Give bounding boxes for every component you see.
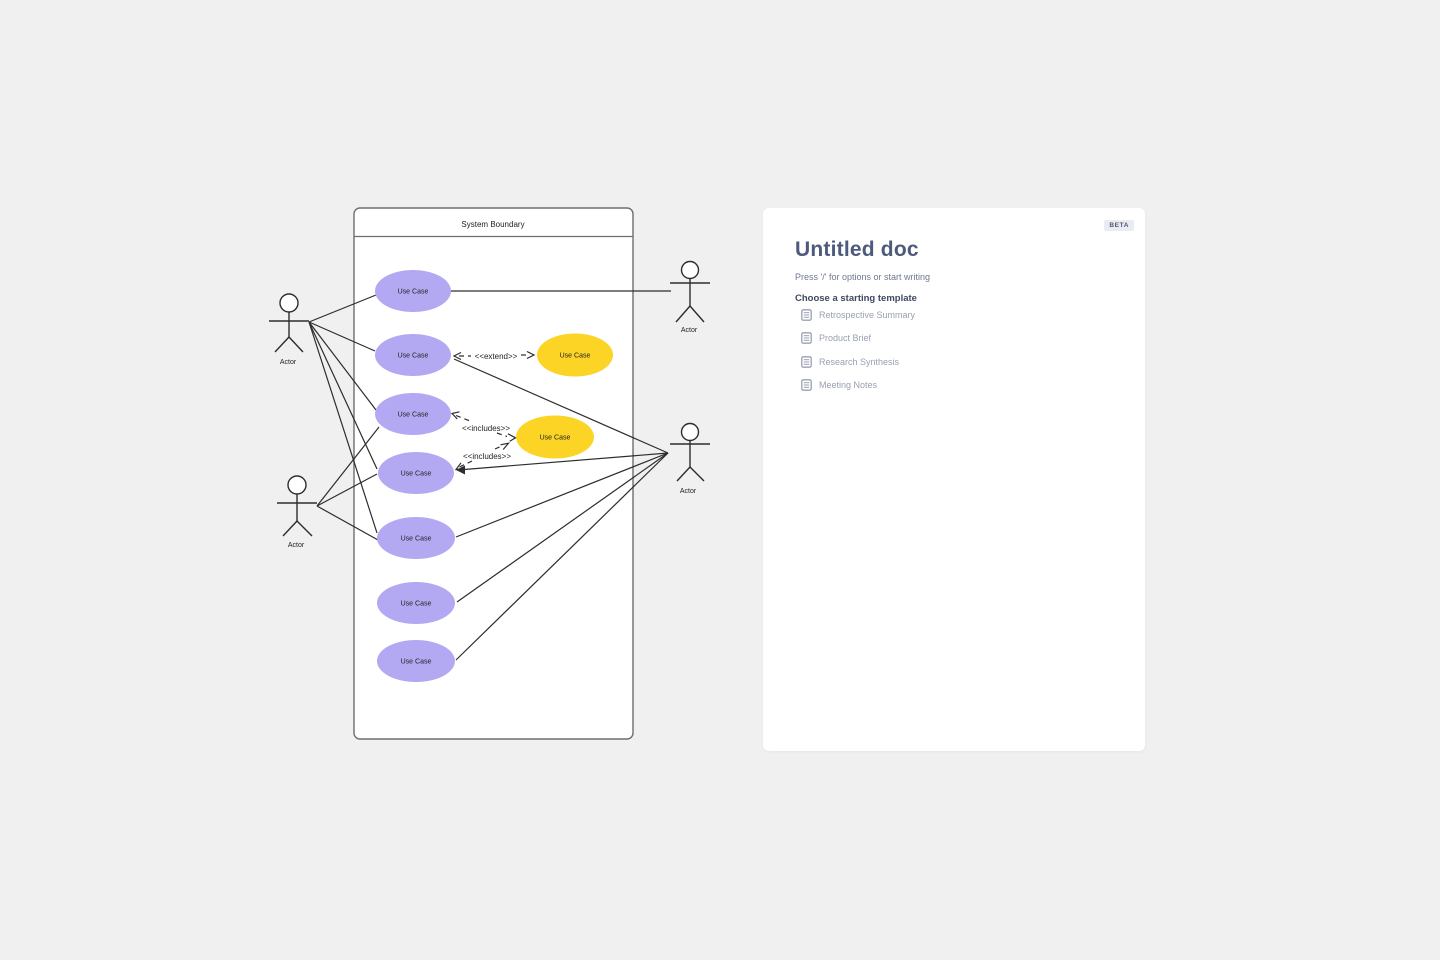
use-case-label: Use Case	[401, 471, 432, 478]
actor-label: Actor	[680, 488, 697, 495]
template-list: Retrospective Summary Product Brief	[801, 308, 916, 403]
template-item-label: Research Synthesis	[819, 356, 900, 367]
connector-actor-right-uc5[interactable]	[455, 452, 669, 538]
use-case-shape[interactable]: Use Case	[375, 393, 451, 435]
actor-figure-left-top[interactable]: Actor	[269, 293, 309, 366]
includes2-label: <<includes>>	[463, 452, 511, 461]
template-item-meeting-notes[interactable]: Meeting Notes	[801, 379, 915, 391]
actor-label: Actor	[288, 542, 305, 549]
doc-title[interactable]: Untitled doc	[795, 238, 919, 261]
connector-actor-left-top-uc5[interactable]	[308, 321, 378, 534]
connector-actor-right-uc6[interactable]	[456, 452, 669, 603]
actor-figure-right-middle[interactable]: Actor	[670, 422, 710, 496]
actor-label: Actor	[280, 359, 297, 366]
use-case-shape[interactable]: Use Case	[516, 415, 594, 459]
connector-actor-right-uc2[interactable]	[453, 358, 669, 454]
doc-editor-hint[interactable]: Press '/' for options or start writing	[795, 272, 930, 282]
association-lines	[308, 290, 671, 661]
use-case-shape[interactable]: Use Case	[378, 452, 454, 494]
includes2-dash-left	[459, 460, 473, 468]
doc-panel: BETA Untitled doc Press '/' for options …	[763, 208, 1145, 751]
connector-actor-left-bottom-uc5[interactable]	[316, 505, 379, 541]
connector-includes-2[interactable]: <<includes>>	[454, 442, 511, 471]
document-icon	[801, 379, 812, 391]
includes1-dash-left	[455, 414, 471, 422]
templates-heading: Choose a starting template	[795, 293, 917, 304]
connector-actor-right-uc4[interactable]	[457, 452, 669, 471]
includes1-dash-right	[496, 432, 508, 438]
use-case-shape[interactable]: Use Case	[377, 640, 455, 682]
includes1-label: <<includes>>	[462, 424, 510, 433]
system-boundary-label: System Boundary	[461, 220, 524, 229]
arrowhead-uc4	[456, 465, 465, 475]
use-case-label: Use Case	[401, 659, 432, 666]
template-item-product-brief[interactable]: Product Brief	[801, 332, 915, 344]
connector-includes-1[interactable]: <<includes>>	[450, 411, 517, 442]
includes2-arrowhead-right	[500, 442, 511, 450]
use-cases-yellow: Use Case Use Case	[516, 333, 613, 459]
extend-label: <<extend>>	[475, 352, 518, 361]
template-item-label: Product Brief	[819, 333, 872, 343]
connector-actor-left-bottom-uc3[interactable]	[316, 426, 380, 507]
connector-actor-left-bottom-uc4[interactable]	[316, 473, 378, 507]
extend-arrowhead-right	[526, 350, 536, 360]
connector-extend[interactable]: <<extend>>	[452, 350, 536, 362]
includes1-arrowhead-right	[507, 433, 517, 442]
use-case-label: Use Case	[401, 601, 432, 608]
connector-actor-left-top-uc2[interactable]	[308, 321, 376, 352]
use-case-label: Use Case	[560, 353, 591, 360]
beta-badge: BETA	[1104, 220, 1134, 231]
template-item-label: Retrospective Summary	[819, 309, 916, 320]
use-case-label: Use Case	[540, 435, 571, 442]
connector-actor-left-top-uc1[interactable]	[308, 294, 377, 323]
includes2-arrowhead-left	[454, 462, 465, 471]
template-item-label: Meeting Notes	[819, 380, 878, 390]
use-case-label: Use Case	[398, 289, 429, 296]
use-case-shape[interactable]: Use Case	[537, 333, 613, 377]
template-item-retrospective-summary[interactable]: Retrospective Summary	[801, 308, 916, 321]
use-case-label: Use Case	[401, 536, 432, 543]
use-case-label: Use Case	[398, 353, 429, 360]
actor-figure-left-bottom[interactable]: Actor	[277, 475, 317, 549]
use-case-shape[interactable]: Use Case	[375, 334, 451, 376]
includes1-arrowhead-left	[450, 411, 460, 420]
use-case-shape[interactable]: Use Case	[375, 270, 451, 312]
actors: Actor Actor Actor	[269, 260, 710, 549]
connector-actor-left-top-uc3[interactable]	[308, 321, 377, 411]
actor-label: Actor	[681, 327, 698, 334]
use-case-shape[interactable]: Use Case	[377, 582, 455, 624]
document-icon	[801, 355, 812, 368]
document-icon	[801, 332, 812, 344]
use-case-shape[interactable]: Use Case	[377, 517, 455, 559]
actor-figure-right-top[interactable]: Actor	[670, 260, 710, 335]
use-case-label: Use Case	[398, 412, 429, 419]
extend-arrowhead-left	[452, 351, 462, 361]
includes2-dash-right	[494, 445, 502, 450]
template-item-research-synthesis[interactable]: Research Synthesis	[801, 355, 915, 368]
connector-actor-right-uc7[interactable]	[455, 452, 669, 661]
use-cases-purple: Use Case Use Case Use Case Use Case Use …	[375, 270, 455, 682]
document-icon	[801, 308, 812, 321]
